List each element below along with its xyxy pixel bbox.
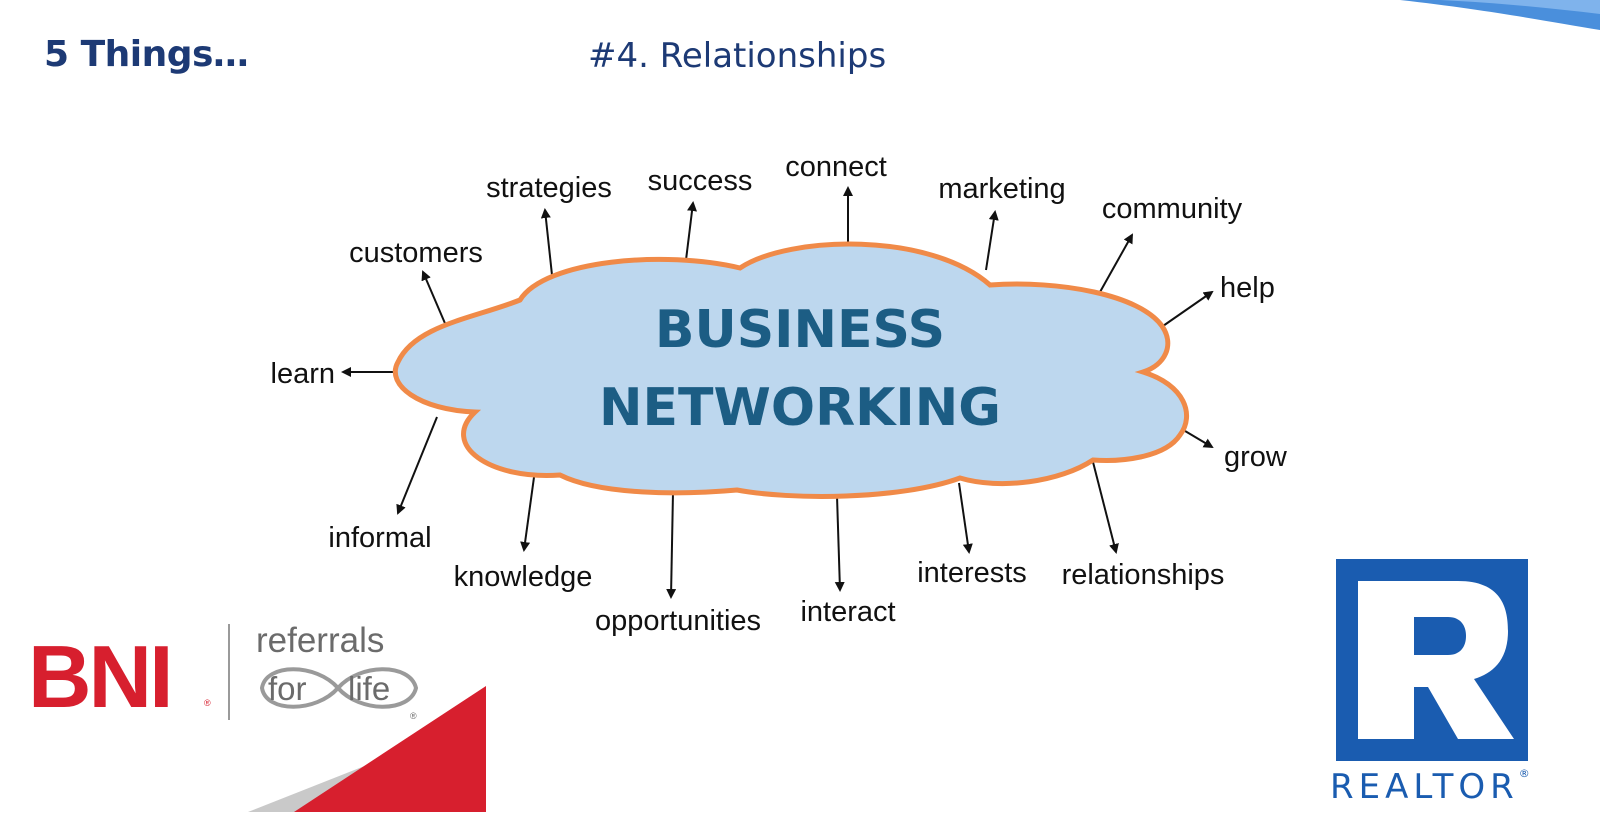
word-informal: informal [328,522,431,554]
arrow-interests [958,482,973,554]
word-success: success [648,165,753,197]
arrow-marketing [985,210,999,271]
realtor-r-icon [1358,581,1514,739]
arrow-opportunities [666,491,677,599]
word-strategies: strategies [486,172,612,204]
word-opportunities: opportunities [595,605,761,637]
arrow-interact [834,495,845,592]
word-connect: connect [785,151,887,183]
word-knowledge: knowledge [454,561,593,593]
bni-divider [228,624,230,720]
bni-wordmark: BNI [28,627,171,726]
section-title: 5 Things… [44,34,249,75]
arrow-informal [396,416,438,515]
word-learn: learn [271,358,336,390]
bni-tagline-reg: ® [410,711,417,721]
realtor-reg-mark: ® [1518,767,1530,780]
arrow-help [1162,290,1214,327]
realtor-logo: REALTOR® [1330,557,1545,812]
word-marketing: marketing [938,173,1065,205]
word-interests: interests [917,557,1027,589]
word-customers: customers [349,237,483,269]
bni-red-wedge [294,686,486,812]
bni-reg-mark: ® [204,698,211,708]
arrow-knowledge [520,469,536,552]
word-community: community [1102,193,1243,225]
realtor-mark [1336,559,1528,761]
cloud-shape [392,241,1190,499]
arrow-relationships [1092,461,1119,554]
bni-tagline-referrals: referrals [256,621,384,660]
cloud-title-line1: BUSINESS [655,300,945,360]
arrow-strategies [540,208,553,276]
slide-title: #4. Relationships [588,36,887,76]
realtor-wordmark: REALTOR [1330,767,1519,807]
arrows [341,186,1214,599]
arrow-community [1099,233,1133,293]
word-relationships: relationships [1062,559,1225,591]
bni-logo: BNI ® referrals for life ® [28,621,486,812]
cloud-title-line2: NETWORKING [599,378,1001,438]
word-interact: interact [800,596,895,628]
bni-tagline-life: life [348,670,390,707]
arrow-customers [421,270,448,329]
bni-tagline-for: for [268,670,307,707]
corner-swoosh-decoration [1400,0,1600,30]
arrow-success [685,201,697,261]
infinity-icon [259,667,419,709]
word-grow: grow [1224,441,1288,473]
word-help: help [1220,272,1275,304]
